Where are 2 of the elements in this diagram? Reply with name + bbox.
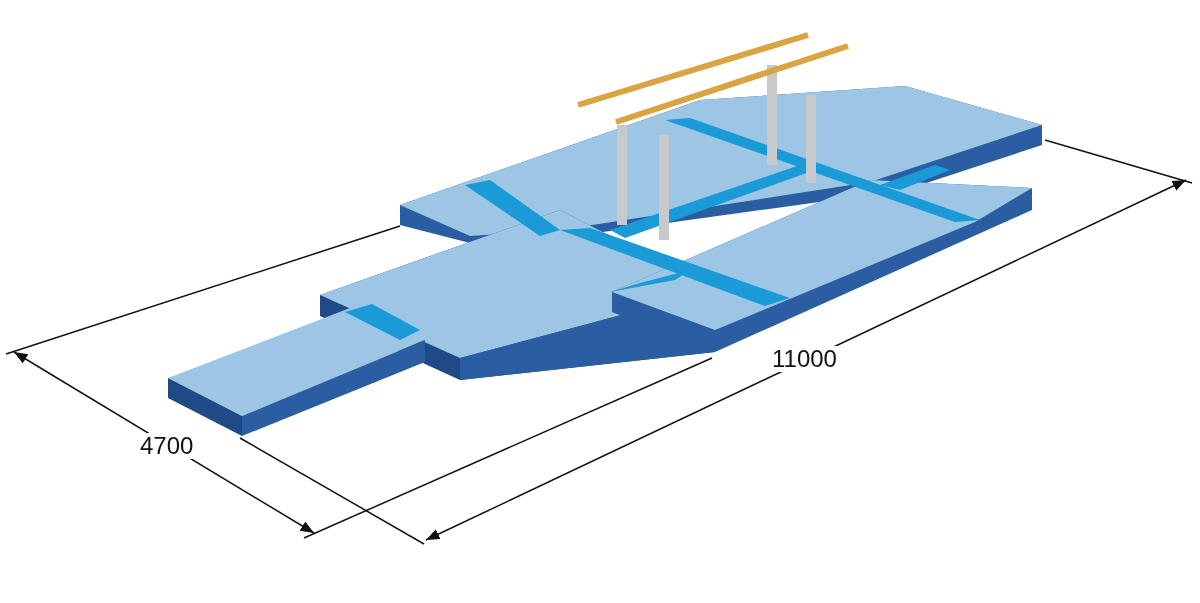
dimension-label: 4700	[138, 433, 196, 459]
dimension-label: 11000	[770, 346, 839, 372]
